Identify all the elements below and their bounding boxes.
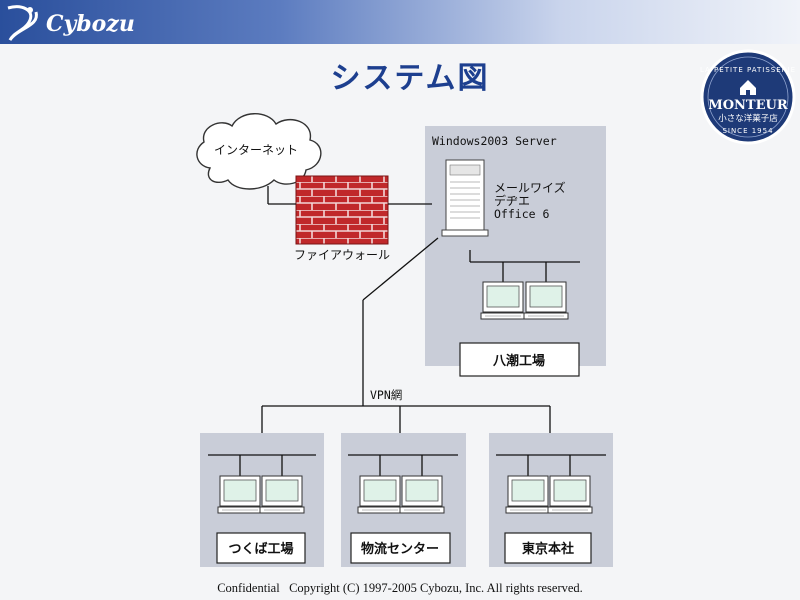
internet-label: インターネット bbox=[214, 143, 298, 157]
main-lan bbox=[469, 250, 580, 282]
badge-subtitle: 小さな洋菓子店 bbox=[718, 113, 778, 124]
site1-pc-1-icon bbox=[217, 475, 263, 514]
server-software-2: デヂエ bbox=[494, 193, 530, 208]
header-logo-text: Cybozu bbox=[46, 11, 135, 37]
server-software-1: メールワイズ bbox=[494, 180, 566, 195]
server-icon bbox=[441, 159, 489, 237]
site3-pc-2-icon bbox=[547, 475, 593, 514]
cloud-icon bbox=[196, 113, 322, 190]
house-icon bbox=[740, 80, 756, 95]
server-title: Windows2003 Server bbox=[432, 134, 557, 148]
main-pc-2-icon bbox=[523, 281, 569, 320]
site1-label: つくば工場 bbox=[228, 541, 293, 557]
site2-pc-2-icon bbox=[399, 475, 445, 514]
main-site-label: 八潮工場 bbox=[492, 353, 545, 369]
main-site-box bbox=[459, 342, 580, 377]
site2-pc-1-icon bbox=[357, 475, 403, 514]
firewall-icon bbox=[295, 175, 389, 245]
site3-box bbox=[504, 532, 592, 564]
site2-label: 物流センター bbox=[361, 541, 439, 557]
site1-box bbox=[216, 532, 306, 564]
badge-top-text: LA PETITE PATISSERIE bbox=[700, 66, 796, 74]
remote-lans bbox=[208, 454, 606, 476]
cybozu-logo-icon bbox=[7, 5, 38, 41]
site3-label: 東京本社 bbox=[522, 541, 574, 557]
site2-box bbox=[350, 532, 451, 564]
connection-lines bbox=[261, 186, 551, 455]
header-bar bbox=[0, 0, 800, 44]
main-pc-1-icon bbox=[480, 281, 526, 320]
site1-pc-2-icon bbox=[259, 475, 305, 514]
site3-pc-1-icon bbox=[505, 475, 551, 514]
page-title: システム図 bbox=[330, 61, 489, 96]
monteur-badge: LA PETITE PATISSERIE MONTEUR 小さな洋菓子店 SIN… bbox=[700, 49, 796, 145]
server-software-3: Office 6 bbox=[494, 207, 549, 221]
badge-since: SINCE 1954 bbox=[722, 127, 773, 135]
footer-copyright: Confidential Copyright (C) 1997-2005 Cyb… bbox=[217, 581, 583, 595]
vpn-label: VPN網 bbox=[370, 388, 402, 402]
badge-name: MONTEUR bbox=[708, 98, 788, 113]
firewall-label: ファイアウォール bbox=[294, 248, 390, 262]
